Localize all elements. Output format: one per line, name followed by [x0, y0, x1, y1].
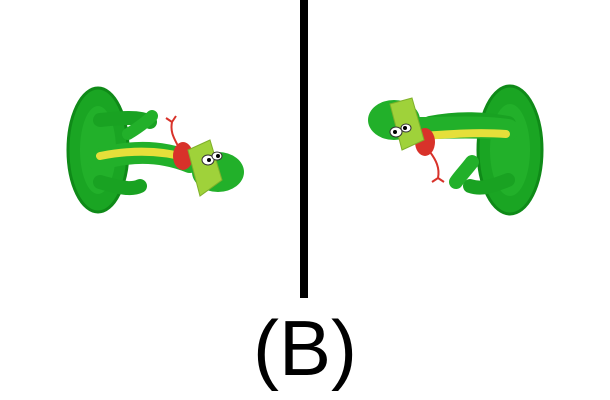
left-panel — [0, 0, 300, 300]
figure-label: (B) — [253, 304, 357, 392]
coiled-snake-toy-icon — [66, 86, 244, 214]
vertical-divider — [300, 0, 308, 298]
right-panel — [310, 0, 610, 300]
coiled-snake-toy-mirrored-icon — [368, 84, 544, 216]
